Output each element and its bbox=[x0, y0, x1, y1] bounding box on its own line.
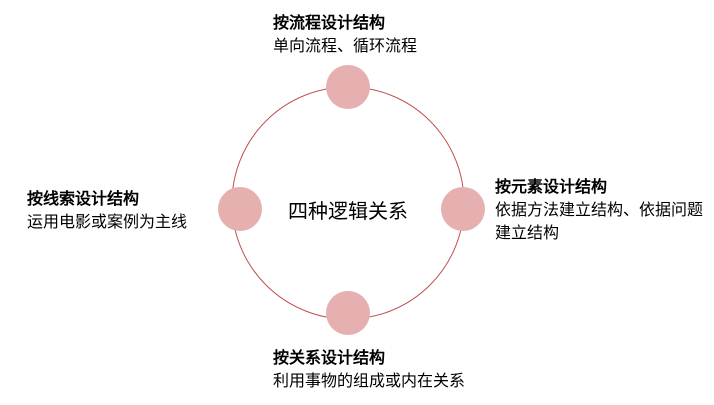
node-left-dot bbox=[218, 187, 262, 231]
node-top-title: 按流程设计结构 bbox=[273, 13, 386, 32]
node-top-dot bbox=[326, 65, 370, 109]
node-bottom-description: 利用事物的组成或内在关系 bbox=[273, 371, 466, 390]
node-bottom-dot bbox=[326, 291, 370, 335]
node-right-title: 按元素设计结构 bbox=[495, 177, 608, 196]
node-left-description: 运用电影或案例为主线 bbox=[27, 212, 188, 231]
node-left-title: 按线索设计结构 bbox=[27, 189, 140, 208]
center-label: 四种逻辑关系 bbox=[288, 199, 408, 223]
node-left-text: 按线索设计结构 运用电影或案例为主线 bbox=[27, 188, 187, 233]
node-right-text: 按元素设计结构 依据方法建立结构、依据问题建立结构 bbox=[495, 176, 705, 244]
node-top-description: 单向流程、循环流程 bbox=[273, 36, 418, 55]
node-right-dot bbox=[441, 187, 485, 231]
node-right-description: 依据方法建立结构、依据问题建立结构 bbox=[495, 200, 704, 242]
node-top-text: 按流程设计结构 单向流程、循环流程 bbox=[273, 12, 417, 57]
node-bottom-title: 按关系设计结构 bbox=[273, 348, 386, 367]
node-bottom-text: 按关系设计结构 利用事物的组成或内在关系 bbox=[273, 347, 465, 392]
